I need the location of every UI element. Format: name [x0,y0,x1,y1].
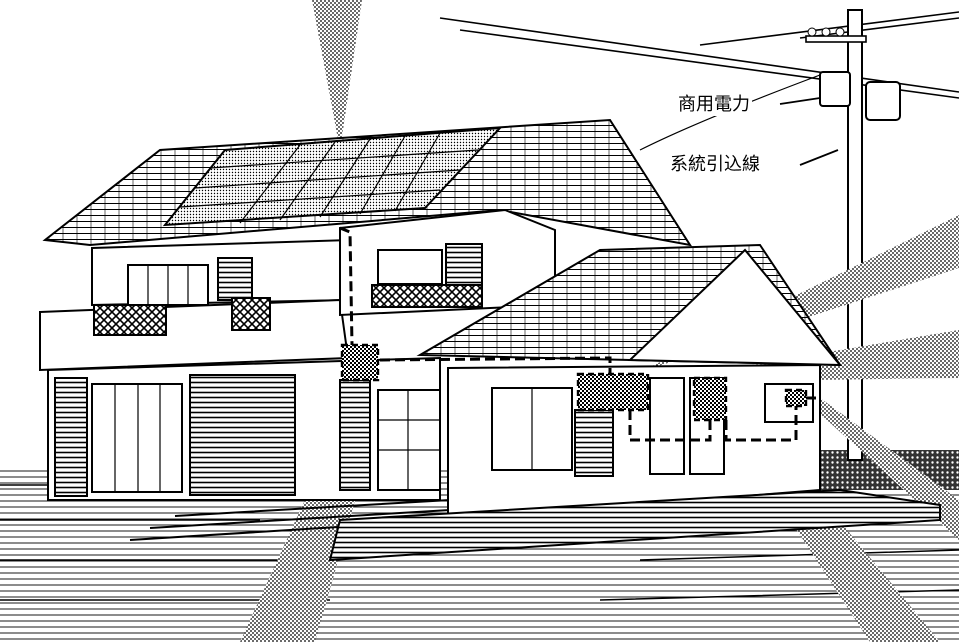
label-commercial-power: 商用電力 [676,94,752,116]
label-grid-service-line: 系統引込線 [668,154,762,176]
main-house [39,118,693,541]
distribution-board [576,372,650,412]
wiring-path [339,226,816,442]
power-conditioner [340,343,380,382]
solar-panel-array [162,126,503,227]
label-leaders [779,97,839,166]
annex [328,243,941,562]
grid-meter [784,388,808,408]
meter-box [692,376,728,422]
equipment-highlights [340,343,808,422]
